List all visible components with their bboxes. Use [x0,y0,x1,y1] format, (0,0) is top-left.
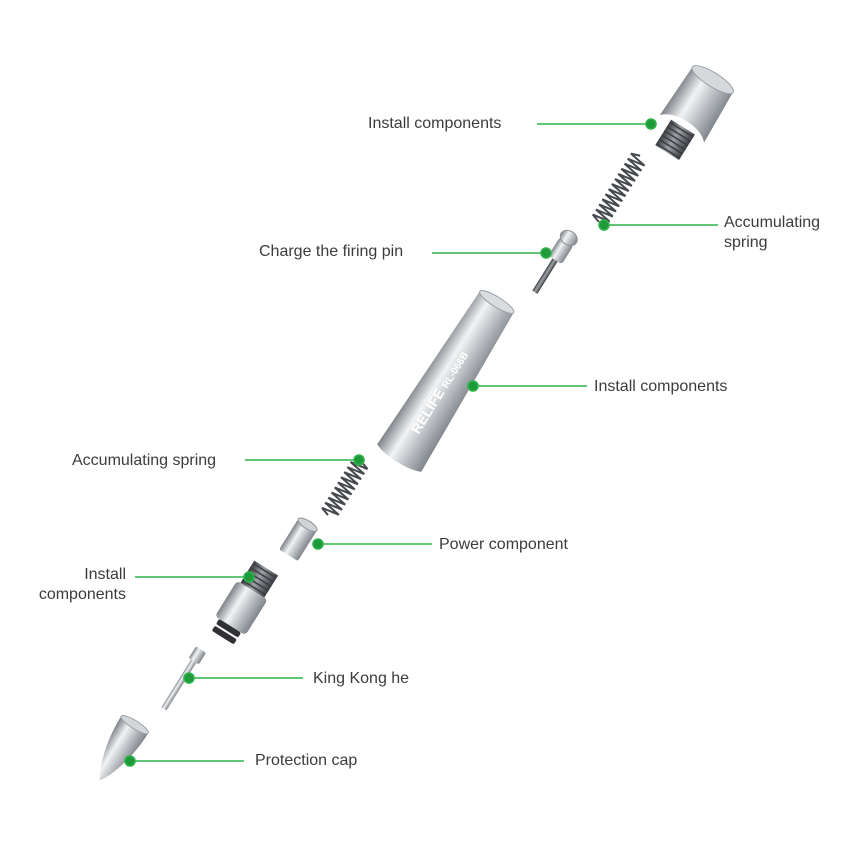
label-install-components-lower: Install components [22,565,126,605]
upper-spring [591,152,646,223]
protection-cap-part [99,715,149,781]
firing-pin-part [532,229,578,294]
label-install-lower-line2: components [38,586,126,603]
label-accumulating-spring-top: Accumulating spring [724,213,844,253]
label-accumulating-spring-mid: Accumulating spring [72,452,217,469]
top-knob-part [655,65,734,160]
label-power-component: Power component [439,536,568,553]
main-barrel: RELIFE RL-066B [377,290,515,472]
label-accumulating-spring-top-line2: spring [724,234,768,251]
power-component-part [279,517,318,561]
label-accumulating-spring-top-line1: Accumulating [724,214,821,231]
middle-spring [321,461,369,516]
label-install-components-top: Install components [368,115,502,132]
label-install-components-body: Install components [594,378,728,395]
label-install-lower-line1: Install [84,566,126,583]
label-protection-cap: Protection cap [255,752,358,769]
leader-lines [124,118,718,767]
shaft-part [161,647,206,711]
label-king-kong: King Kong he [313,670,410,687]
label-charge-firing-pin: Charge the firing pin [259,243,404,260]
lower-body-part [212,560,279,644]
